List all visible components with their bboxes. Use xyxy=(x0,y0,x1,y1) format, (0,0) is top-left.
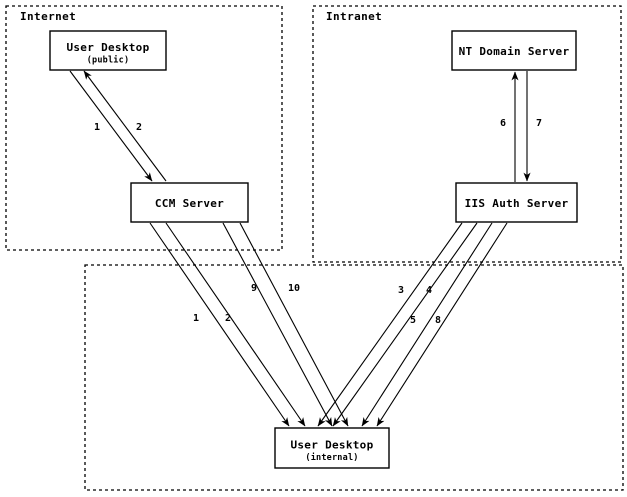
flow-step-label-flow-2-public: 2 xyxy=(136,122,142,133)
flow-step-labels: 1 2 6 7 1 2 9 10 3 4 5 8 xyxy=(94,118,542,326)
flow-line-flow-3 xyxy=(317,222,463,427)
flow-step-label-flow-9: 9 xyxy=(251,283,257,294)
node-user-desktop-internal[interactable]: User Desktop(internal) xyxy=(274,427,390,469)
node-boxes: User Desktop(public)NT Domain ServerCCM … xyxy=(49,30,578,469)
zone-boundary-internal xyxy=(84,264,624,491)
flow-step-label-flow-6: 6 xyxy=(500,118,506,129)
node-title-user-desktop-internal: User Desktop xyxy=(290,439,373,452)
node-nt-domain-server[interactable]: NT Domain Server xyxy=(451,30,577,71)
flow-line-flow-1-public xyxy=(69,70,153,182)
flow-step-label-flow-5: 5 xyxy=(410,315,416,326)
node-title-user-desktop-public: User Desktop xyxy=(66,41,149,54)
flow-step-label-flow-4: 4 xyxy=(426,285,432,296)
flow-line-flow-2-public xyxy=(83,70,167,182)
flow-arrows xyxy=(69,70,531,427)
flow-step-label-flow-1-public: 1 xyxy=(94,122,100,133)
zone-label-intranet: Intranet xyxy=(326,10,382,23)
flow-line-flow-9 xyxy=(222,222,333,427)
flow-step-label-flow-8: 8 xyxy=(435,315,441,326)
flow-step-label-flow-10: 10 xyxy=(288,283,300,294)
node-box-user-desktop-internal xyxy=(274,427,390,469)
node-box-ccm-server xyxy=(130,182,249,223)
node-ccm-server[interactable]: CCM Server xyxy=(130,182,249,223)
node-box-user-desktop-public xyxy=(49,30,167,71)
flow-line-flow-1-internal xyxy=(149,222,290,427)
flow-line-flow-2-internal xyxy=(165,222,306,427)
zone-boundary-internet xyxy=(5,5,283,251)
node-title-ccm-server: CCM Server xyxy=(155,197,224,210)
node-title-nt-domain-server: NT Domain Server xyxy=(459,45,570,58)
node-subtitle-user-desktop-internal: (internal) xyxy=(305,452,358,463)
node-title-iis-auth-server: IIS Auth Server xyxy=(465,197,569,210)
flow-line-flow-8 xyxy=(376,222,508,427)
node-iis-auth-server[interactable]: IIS Auth Server xyxy=(455,182,578,223)
flow-line-flow-4 xyxy=(332,222,478,427)
flow-step-label-flow-2-internal: 2 xyxy=(225,313,231,324)
flow-line-flow-5 xyxy=(361,222,493,427)
flow-line-flow-10 xyxy=(239,222,349,427)
flow-step-label-flow-3: 3 xyxy=(398,285,404,296)
zone-boundaries: Internet Intranet xyxy=(5,5,624,491)
node-box-iis-auth-server xyxy=(455,182,578,223)
node-user-desktop-public[interactable]: User Desktop(public) xyxy=(49,30,167,71)
node-box-nt-domain-server xyxy=(451,30,577,71)
node-subtitle-user-desktop-public: (public) xyxy=(87,55,130,66)
flow-step-label-flow-1-internal: 1 xyxy=(193,313,199,324)
zone-label-internet: Internet xyxy=(20,10,76,23)
flow-step-label-flow-7: 7 xyxy=(536,118,542,129)
